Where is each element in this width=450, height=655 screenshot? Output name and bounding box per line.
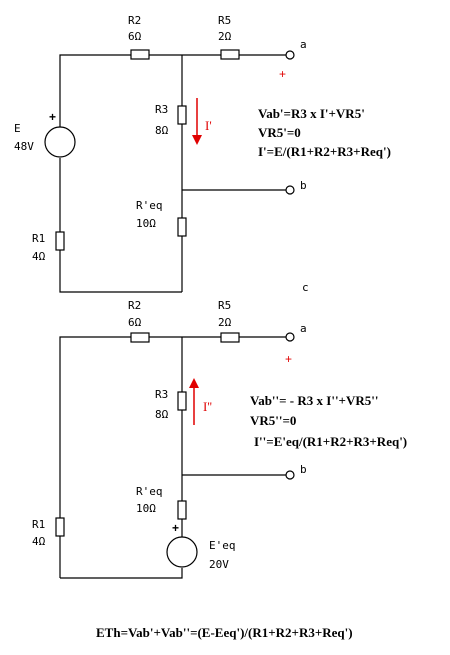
top-voltage-source — [44, 126, 76, 158]
bottom-circuit: + R2 6Ω R5 2Ω a + R3 8Ω I'' b R'eq 10Ω R… — [32, 299, 407, 579]
top-current-arrow-head — [192, 135, 202, 145]
bottom-req-resistor — [177, 500, 187, 520]
bottom-current-arrow-head — [189, 378, 199, 388]
top-source-name: E — [14, 122, 21, 135]
top-req-resistor — [177, 217, 187, 237]
bottom-req-value: 10Ω — [136, 502, 156, 515]
top-circuit: + R2 6Ω R5 2Ω a + R3 8Ω I' E 48V b R'eq … — [14, 14, 391, 293]
bottom-source-bottom-wire — [60, 568, 183, 579]
separator-label: c — [302, 281, 309, 294]
top-r1-value: 4Ω — [32, 250, 46, 263]
top-current-label: I' — [205, 118, 212, 133]
bottom-r2-value: 6Ω — [128, 316, 142, 329]
bottom-terminal-a[interactable] — [285, 332, 295, 342]
top-terminal-a-label: a — [300, 38, 307, 51]
top-left-wire — [59, 54, 182, 127]
top-r3-resistor — [177, 105, 187, 125]
top-terminal-a[interactable] — [285, 50, 295, 60]
bottom-source-value: 20V — [209, 558, 229, 571]
bottom-plus-marker: + — [285, 352, 292, 366]
bottom-source-plus: + — [172, 521, 179, 535]
bottom-terminal-a-label: a — [300, 322, 307, 335]
top-r3-name: R3 — [155, 103, 168, 116]
top-r2-value: 6Ω — [128, 30, 142, 43]
bottom-r5-value: 2Ω — [218, 316, 232, 329]
top-equation-1: Vab'=R3 x I'+VR5' — [258, 106, 365, 121]
bottom-equation-3: I''=E'eq/(R1+R2+R3+Req') — [254, 434, 407, 449]
top-r1-name: R1 — [32, 232, 45, 245]
bottom-req-name: R'eq — [136, 485, 163, 498]
top-r2-resistor — [130, 49, 150, 60]
top-terminal-b-label: b — [300, 179, 307, 192]
bottom-voltage-source — [166, 536, 198, 568]
final-equation: ETh=Vab'+Vab''=(E-Eeq')/(R1+R2+R3+Req') — [96, 625, 353, 640]
bottom-r5-resistor — [220, 332, 240, 343]
bottom-r1-value: 4Ω — [32, 535, 46, 548]
bottom-current-label: I'' — [203, 399, 212, 414]
bottom-r3-name: R3 — [155, 388, 168, 401]
top-terminal-b[interactable] — [285, 185, 295, 195]
bottom-terminal-b-label: b — [300, 463, 307, 476]
top-r5-name: R5 — [218, 14, 231, 27]
top-source-value: 48V — [14, 140, 34, 153]
top-source-plus: + — [49, 110, 56, 124]
top-r3-value: 8Ω — [155, 124, 169, 137]
top-equation-2: VR5'=0 — [258, 125, 301, 140]
bottom-r2-name: R2 — [128, 299, 141, 312]
top-req-name: R'eq — [136, 199, 163, 212]
bottom-r3-resistor — [177, 391, 187, 411]
bottom-terminal-b[interactable] — [285, 470, 295, 480]
bottom-left-wire — [59, 336, 182, 578]
bottom-r1-name: R1 — [32, 518, 45, 531]
bottom-equation-2: VR5''=0 — [250, 413, 296, 428]
top-plus-marker: + — [279, 67, 286, 81]
top-req-value: 10Ω — [136, 217, 156, 230]
top-r2-name: R2 — [128, 14, 141, 27]
top-r5-resistor — [220, 49, 240, 60]
top-bottom-wire — [59, 158, 182, 293]
bottom-r5-name: R5 — [218, 299, 231, 312]
bottom-equation-1: Vab''= - R3 x I''+VR5'' — [250, 393, 378, 408]
bottom-r2-resistor — [130, 332, 150, 343]
top-r5-value: 2Ω — [218, 30, 232, 43]
bottom-source-name: E'eq — [209, 539, 236, 552]
top-r1-resistor — [55, 231, 65, 251]
bottom-r3-value: 8Ω — [155, 408, 169, 421]
top-equation-3: I'=E/(R1+R2+R3+Req') — [258, 144, 391, 159]
bottom-r1-resistor — [55, 517, 65, 537]
